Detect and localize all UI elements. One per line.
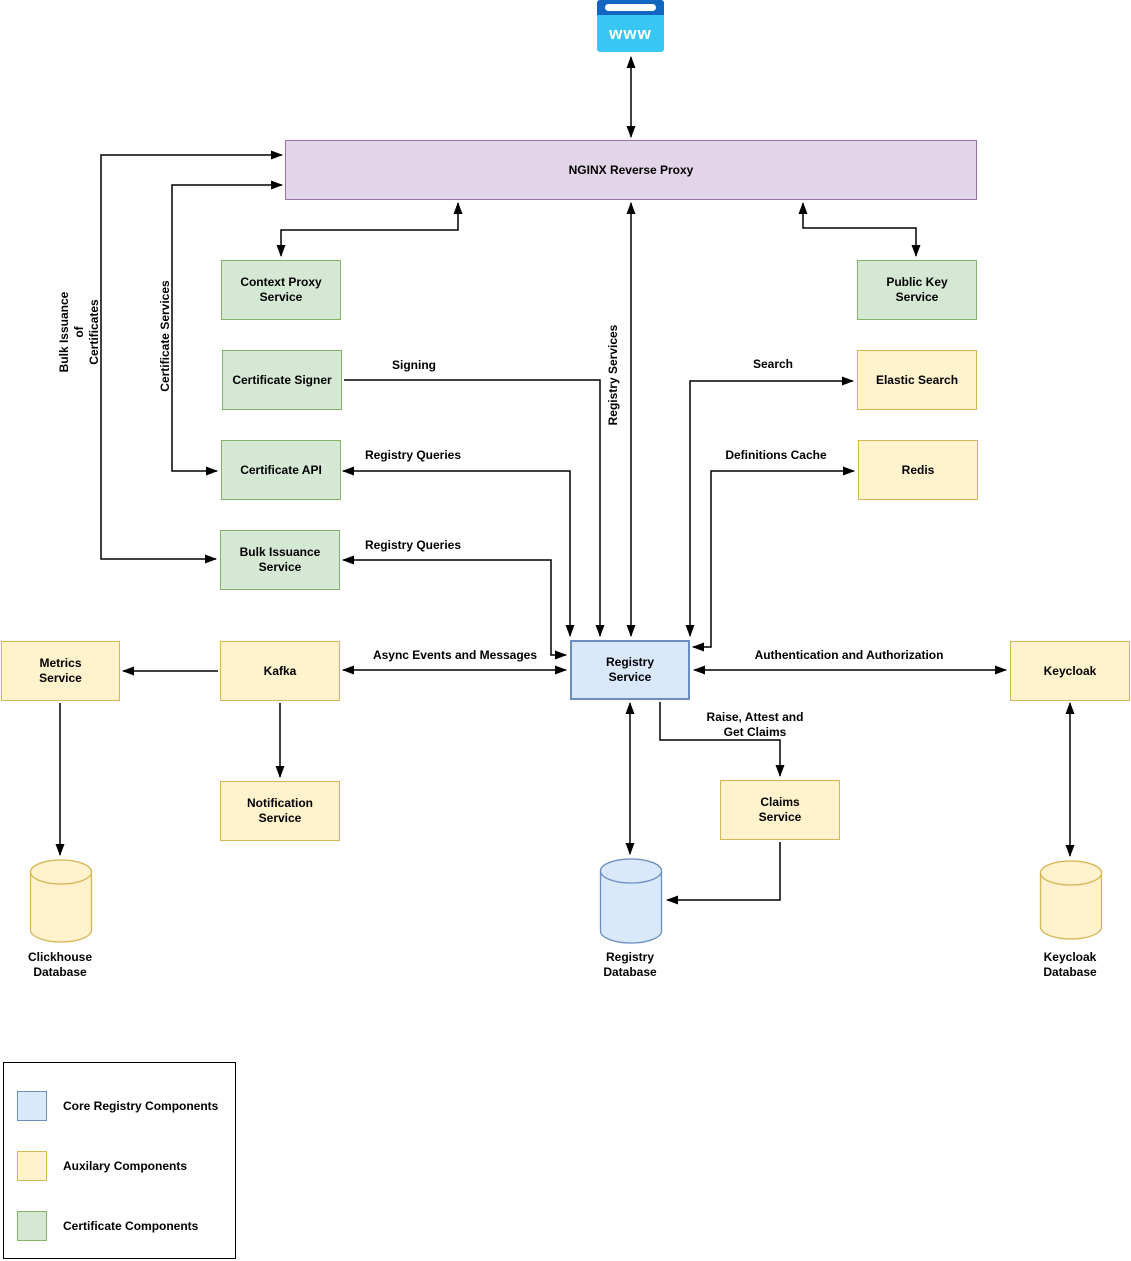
edge-registry-elastic <box>685 376 854 637</box>
certificate-signer-node: Certificate Signer <box>222 350 342 410</box>
edge-certapi-registry <box>342 466 575 637</box>
legend-swatch-certificate <box>17 1211 47 1241</box>
legend-swatch-core-registry <box>17 1091 47 1121</box>
keycloak-database-label: Keycloak Database <box>1043 950 1097 979</box>
browser-body: www <box>597 15 664 52</box>
edge-nginx-certificate-api <box>171 180 283 476</box>
claims-service-node: Claims Service <box>720 780 840 840</box>
registry-service-node: Registry Service <box>570 640 690 700</box>
registry-database-label: Registry Database <box>603 950 657 979</box>
metrics-service-node: Metrics Service <box>1 641 120 701</box>
certificate-api-node: Certificate API <box>221 440 341 500</box>
edge-label-search: Search <box>752 357 794 371</box>
elastic-search-node: Elastic Search <box>857 350 977 410</box>
edge-label-certificate-services: Certificate Services <box>158 280 172 392</box>
edge-bulk-registry <box>342 555 567 660</box>
clickhouse-database-label: Clickhouse Database <box>27 950 93 979</box>
www-browser-icon: www <box>597 0 664 52</box>
registry-database-cylinder <box>599 858 663 944</box>
edge-label-signing: Signing <box>392 358 436 372</box>
legend-swatch-auxiliary <box>17 1151 47 1181</box>
notification-service-node: Notification Service <box>220 781 340 841</box>
edge-nginx-public-key <box>798 202 921 257</box>
edge-label-authentication: Authentication and Authorization <box>754 648 944 662</box>
edge-label-registry-queries-api: Registry Queries <box>364 448 462 462</box>
browser-address-bar <box>605 4 656 11</box>
edge-signer-registry <box>344 379 605 637</box>
bulk-issuance-service-node: Bulk Issuance Service <box>220 530 340 590</box>
public-key-service-node: Public Key Service <box>857 260 977 320</box>
keycloak-database-cylinder <box>1039 860 1103 940</box>
browser-titlebar <box>597 0 664 15</box>
edge-claims-registrydb <box>666 842 781 905</box>
edge-label-definitions-cache: Definitions Cache <box>725 448 827 462</box>
edge-label-bulk-issuance-of-certificates: Bulk Issuance of Certificates <box>57 291 101 373</box>
edge-label-raise-attest-claims: Raise, Attest and Get Claims <box>706 710 804 739</box>
legend-box: Core Registry Components Auxilary Compon… <box>3 1062 236 1259</box>
legend-label-core-registry: Core Registry Components <box>63 1099 219 1113</box>
nginx-reverse-proxy-node: NGINX Reverse Proxy <box>285 140 977 200</box>
redis-node: Redis <box>858 440 978 500</box>
keycloak-node: Keycloak <box>1010 641 1130 701</box>
www-label: www <box>609 23 652 43</box>
kafka-node: Kafka <box>220 641 340 701</box>
edge-nginx-context-proxy <box>276 202 463 257</box>
edge-label-async-events: Async Events and Messages <box>372 648 538 662</box>
context-proxy-service-node: Context Proxy Service <box>221 260 341 320</box>
edge-label-registry-services: Registry Services <box>606 324 620 426</box>
edge-registry-redis <box>692 466 855 652</box>
edge-label-registry-queries-bulk: Registry Queries <box>364 538 462 552</box>
clickhouse-database-cylinder <box>29 859 93 943</box>
legend-label-auxiliary: Auxilary Components <box>63 1159 188 1173</box>
legend-label-certificate: Certificate Components <box>63 1219 199 1233</box>
